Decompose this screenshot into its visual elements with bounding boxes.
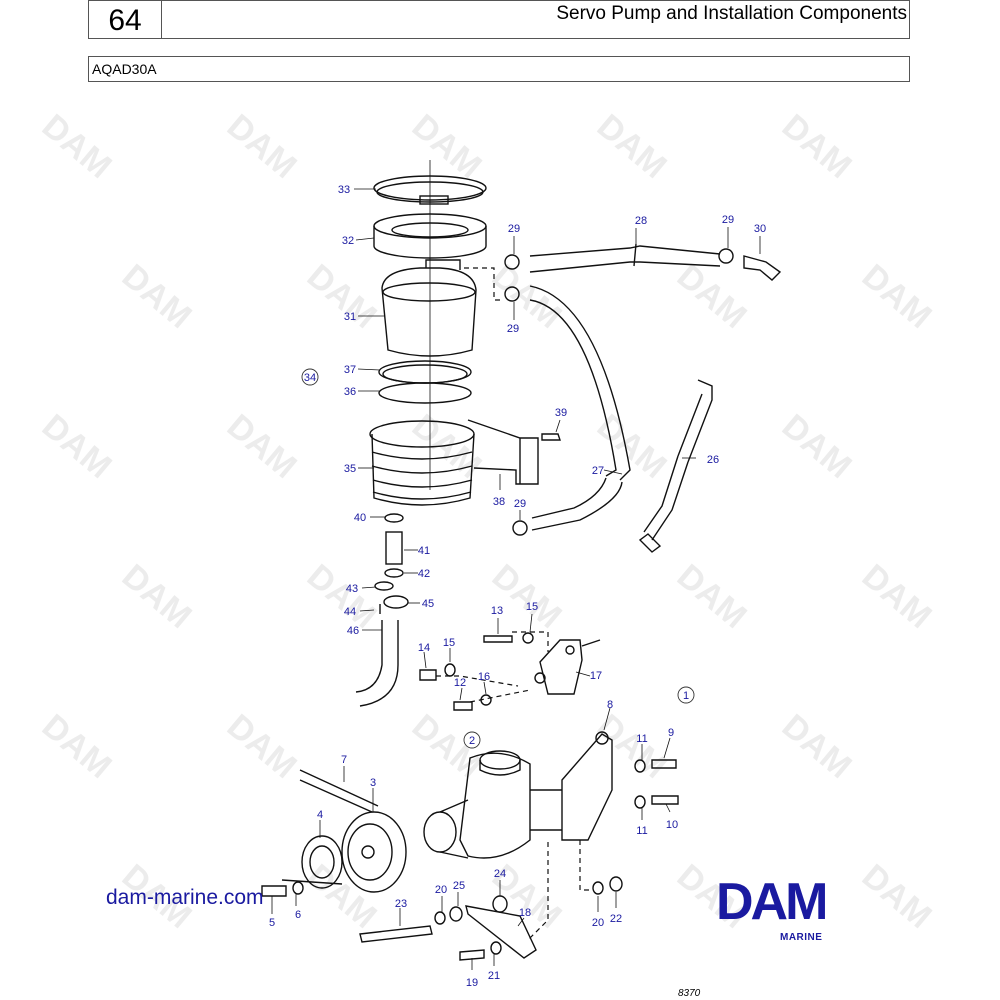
callout-label: 41 <box>418 545 430 557</box>
parts-drawing <box>261 160 782 961</box>
callout-label: 38 <box>493 496 505 508</box>
watermark-text: DAM <box>220 407 304 486</box>
callout-label: 8 <box>607 699 613 711</box>
watermark-text: DAM <box>590 107 674 186</box>
svg-text:34: 34 <box>304 372 316 384</box>
watermark-layer: DAM DAM DAM DAM DAM DAM DAM DAM DAM DAM DAM DAM DAM D… <box>35 107 939 936</box>
watermark-text: DAM <box>115 557 199 636</box>
callout-label: 23 <box>395 898 407 910</box>
callout-label: 44 <box>344 606 356 618</box>
circled-callout: 2 <box>463 731 481 749</box>
callout-label: 12 <box>454 677 466 689</box>
watermark-text: DAM <box>220 707 304 786</box>
callout-label: 3 <box>370 777 376 789</box>
callout-label: 25 <box>453 880 465 892</box>
watermark-text: DAM <box>485 557 569 636</box>
callout-label: 10 <box>666 819 678 831</box>
callout-label: 20 <box>592 917 604 929</box>
watermark-text: DAM <box>405 107 489 186</box>
circled-callout: 34 <box>301 368 319 386</box>
callout-label: 27 <box>592 465 604 477</box>
svg-text:2: 2 <box>469 735 475 747</box>
leader-lines <box>271 188 761 970</box>
callout-label: 11 <box>636 825 647 837</box>
watermark-text: DAM <box>220 107 304 186</box>
watermark-text: DAM <box>775 707 859 786</box>
watermark-text: DAM <box>855 257 939 336</box>
callout-label: 6 <box>295 909 301 921</box>
callout-label: 36 <box>344 386 356 398</box>
watermark-text: DAM <box>35 107 119 186</box>
callout-label: 22 <box>610 913 622 925</box>
callout-label: 18 <box>519 907 531 919</box>
callout-label: 7 <box>341 754 347 766</box>
callout-label: 11 <box>636 733 647 745</box>
callout-label: 30 <box>754 223 766 235</box>
callout-label: 21 <box>488 970 500 982</box>
callout-label: 29 <box>722 214 734 226</box>
callout-label: 35 <box>344 463 356 475</box>
figure-number: 8370 <box>678 988 701 999</box>
logo-subtitle: MARINE <box>780 932 823 943</box>
svg-text:1: 1 <box>683 690 689 702</box>
watermark-text: DAM <box>35 407 119 486</box>
watermark-text: DAM <box>115 257 199 336</box>
callout-label: 40 <box>354 512 366 524</box>
page-title: Servo Pump and Installation Components <box>556 3 907 24</box>
callout-label: 29 <box>514 498 526 510</box>
watermark-text: DAM <box>855 557 939 636</box>
callout-label: 28 <box>635 215 647 227</box>
callout-label: 29 <box>508 223 520 235</box>
callout-label: 19 <box>466 977 478 989</box>
watermark-text: DAM <box>775 407 859 486</box>
alignment-lines <box>436 267 592 941</box>
circled-callout: 1 <box>677 686 695 704</box>
callout-label: 45 <box>422 598 434 610</box>
callout-label: 16 <box>478 671 490 683</box>
callout-label: 14 <box>418 642 430 654</box>
callout-label: 17 <box>590 670 602 682</box>
watermark-text: DAM <box>300 257 384 336</box>
watermark-text: DAM <box>775 107 859 186</box>
model-code: AQAD30A <box>88 56 910 82</box>
watermark-text: DAM <box>670 557 754 636</box>
watermark-text: DAM <box>670 257 754 336</box>
callout-label: 46 <box>347 625 359 637</box>
callout-label: 37 <box>344 364 356 376</box>
watermark-text: DAM <box>590 707 674 786</box>
callout-label: 13 <box>491 605 503 617</box>
callout-label: 31 <box>344 311 356 323</box>
website-link[interactable]: dam-marine.com <box>106 886 264 909</box>
logo-mark: DAM <box>716 873 828 931</box>
callout-label: 15 <box>526 601 538 613</box>
callout-label: 15 <box>443 637 455 649</box>
callout-label: 20 <box>435 884 447 896</box>
callout-label: 43 <box>346 583 358 595</box>
callout-label: 32 <box>342 235 354 247</box>
header-row: 64 Servo Pump and Installation Component… <box>88 0 910 39</box>
callout-label: 4 <box>317 809 323 821</box>
callout-label: 39 <box>555 407 567 419</box>
brand-logo: DAM MARINE <box>716 873 898 943</box>
callout-label: 33 <box>338 184 350 196</box>
callout-label: 26 <box>707 454 719 466</box>
page-number: 64 <box>89 1 162 38</box>
callout-label: 29 <box>507 323 519 335</box>
watermark-text: DAM <box>300 557 384 636</box>
watermark-text: DAM <box>35 707 119 786</box>
callout-label: 9 <box>668 727 674 739</box>
callout-label: 42 <box>418 568 430 580</box>
callout-label: 24 <box>494 868 506 880</box>
callout-label: 5 <box>269 917 275 929</box>
